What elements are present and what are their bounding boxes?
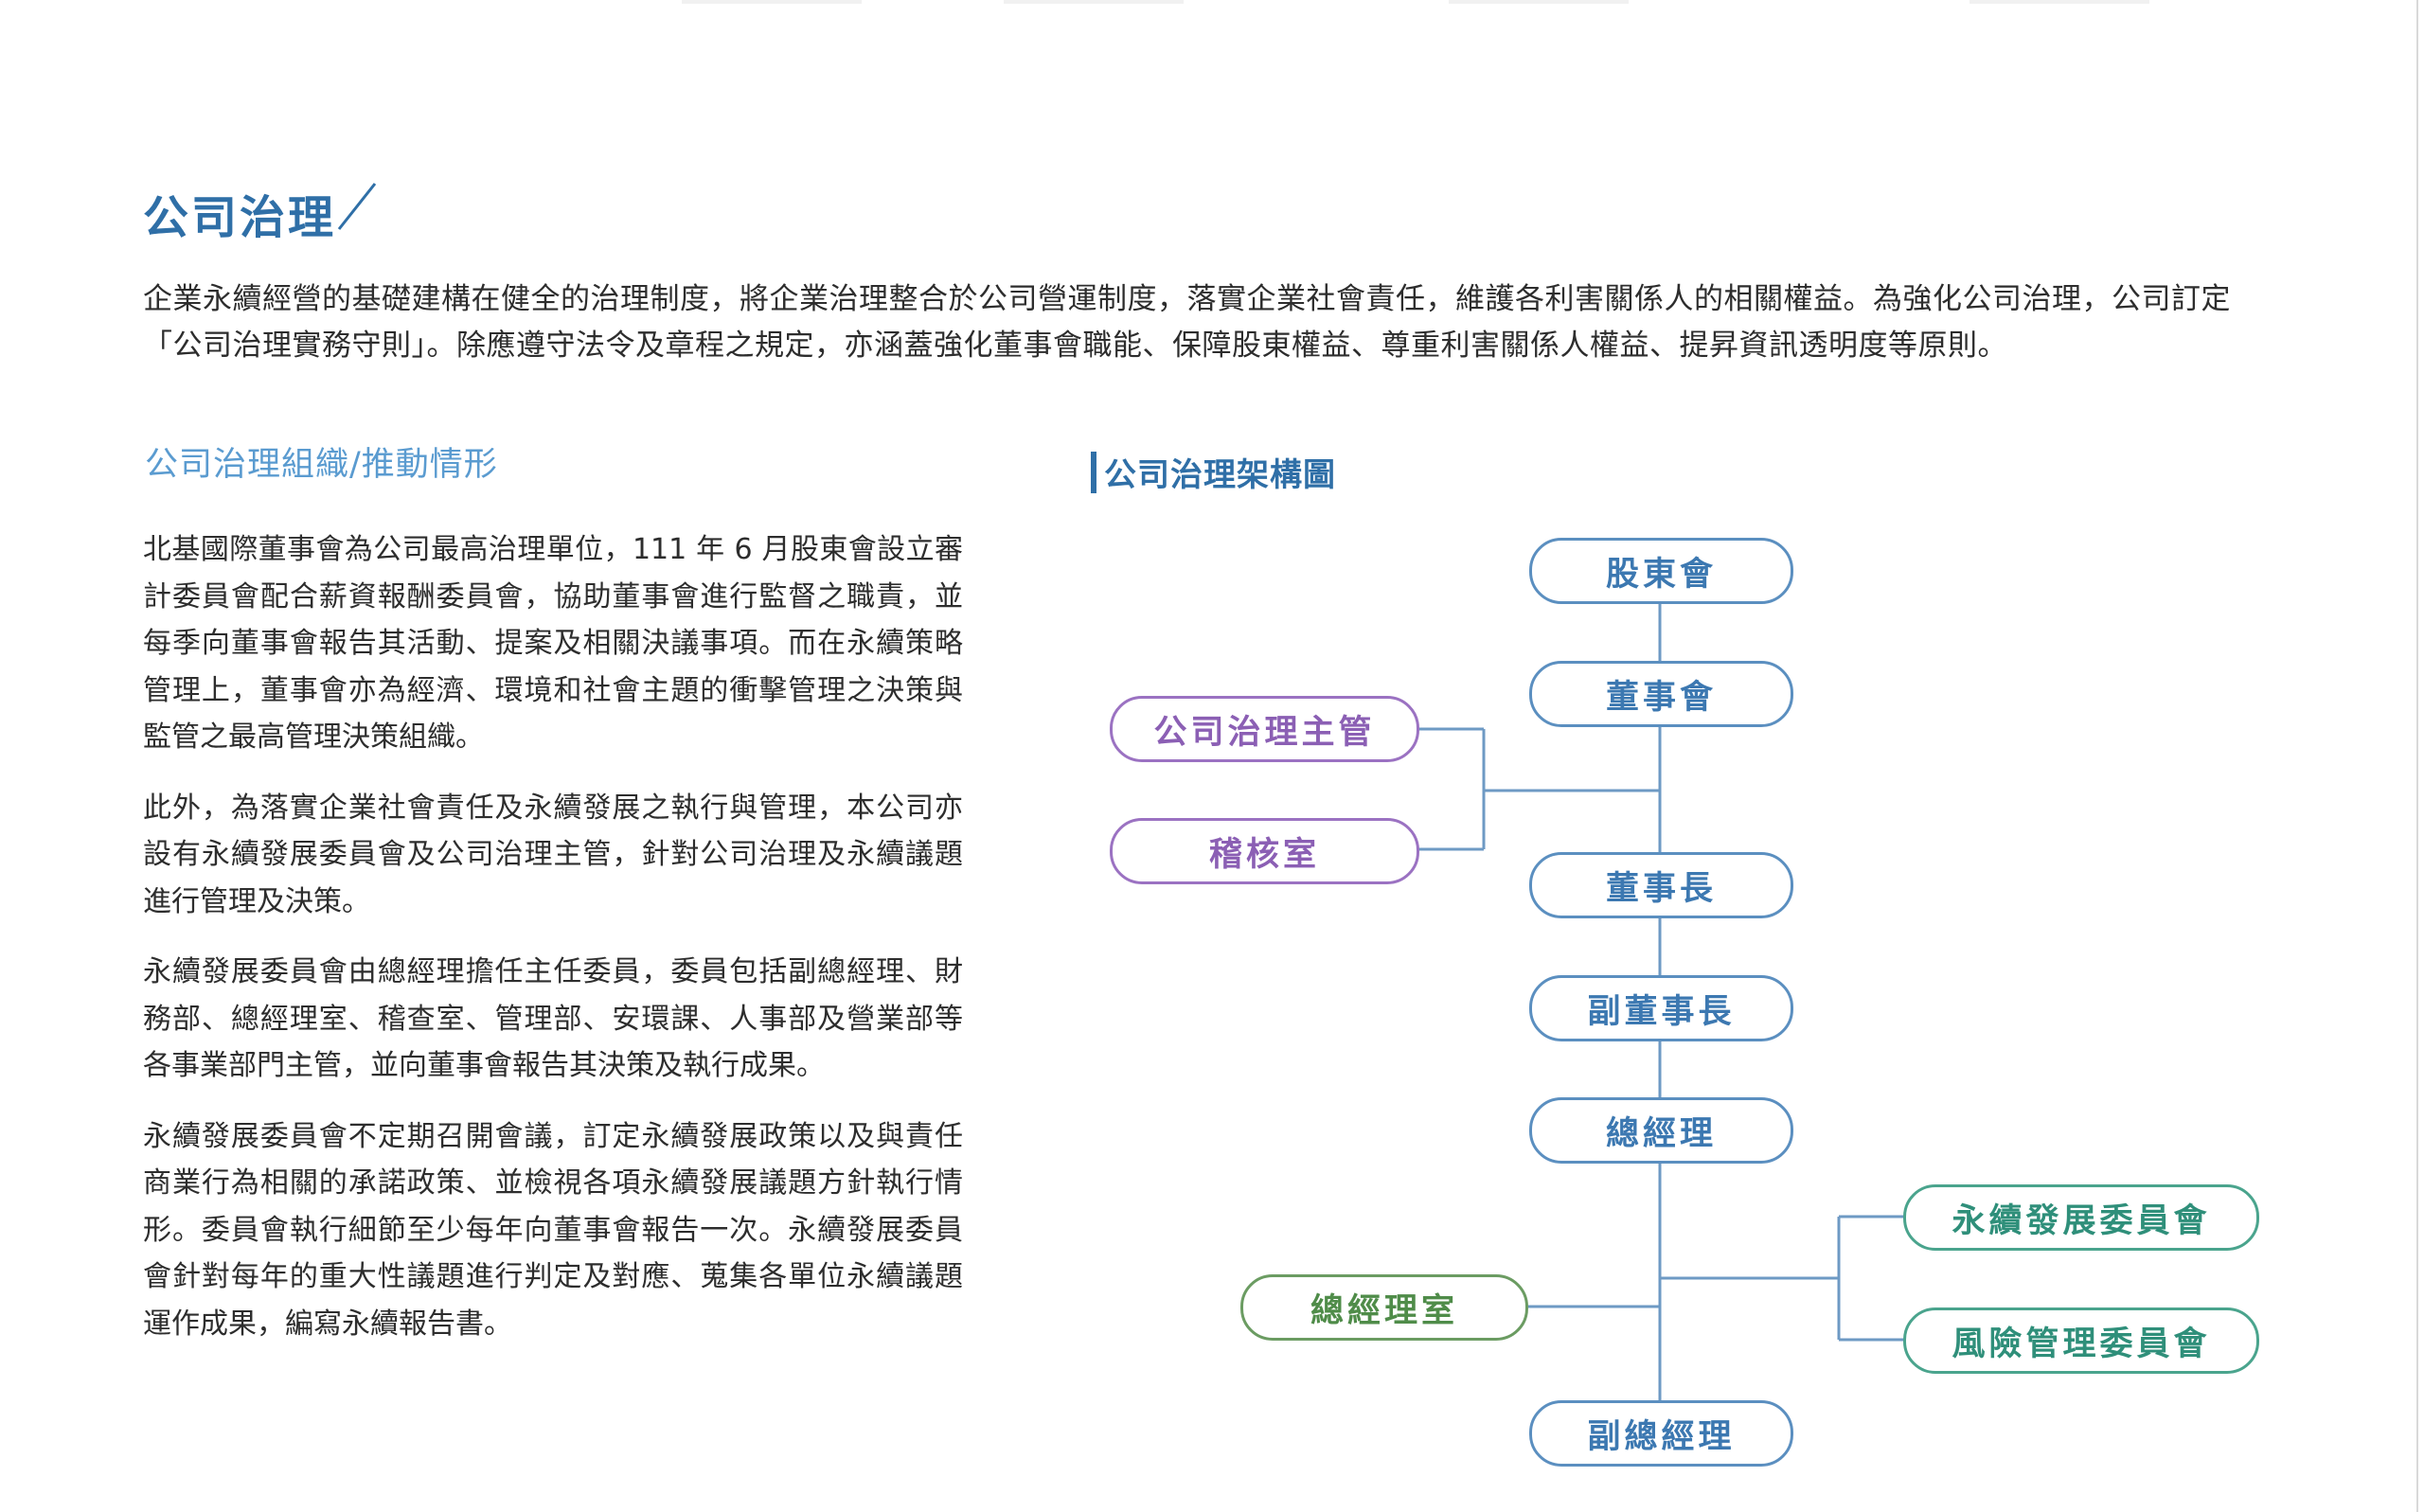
intro-text: 企業永續經營的基礎建構在健全的治理制度，將企業治理整合於公司營運制度，落實企業社… xyxy=(143,276,2283,369)
node-shareholders: 股東會 xyxy=(1529,538,1793,604)
node-audit-office: 稽核室 xyxy=(1110,818,1419,884)
node-vice-president: 副總經理 xyxy=(1529,1400,1793,1467)
top-edge-mark xyxy=(1449,0,1629,4)
node-sustainability-committee: 永續發展委員會 xyxy=(1903,1184,2259,1251)
node-risk-committee: 風險管理委員會 xyxy=(1903,1307,2259,1374)
node-chairman: 董事長 xyxy=(1529,852,1793,918)
node-president-office: 總經理室 xyxy=(1240,1274,1528,1341)
intro-paragraph: 企業永續經營的基礎建構在健全的治理制度，將企業治理整合於公司營運制度，落實企業社… xyxy=(143,282,2231,363)
top-edge-mark xyxy=(682,0,862,4)
section-title: 公司治理組織/推動情形 xyxy=(145,446,498,484)
body-paragraph: 永續發展委員會不定期召開會議，訂定永續發展政策以及與責任商業行為相關的承諾政策、… xyxy=(143,1119,963,1341)
title-slash-icon xyxy=(337,183,377,230)
top-edge-mark xyxy=(1970,0,2149,4)
page-title: 公司治理 xyxy=(143,191,337,244)
body-paragraph: 此外，為落實企業社會責任及永續發展之執行與管理，本公司亦設有永續發展委員會及公司… xyxy=(143,791,963,918)
node-governance-officer: 公司治理主管 xyxy=(1110,696,1419,762)
body-paragraph: 永續發展委員會由總經理擔任主任委員，委員包括副總經理、財務部、總經理室、稽查室、… xyxy=(143,955,963,1082)
node-president: 總經理 xyxy=(1529,1097,1793,1164)
section-body: 北基國際董事會為公司最高治理單位，111 年 6 月股東會設立審計委員會配合薪資… xyxy=(143,526,963,1371)
org-chart-title: 公司治理架構圖 xyxy=(1104,456,1336,494)
chart-title-bar xyxy=(1091,452,1096,493)
node-vice-chairman: 副董事長 xyxy=(1529,975,1793,1041)
top-edge-mark xyxy=(1004,0,1184,4)
body-paragraph: 北基國際董事會為公司最高治理單位，111 年 6 月股東會設立審計委員會配合薪資… xyxy=(143,533,963,754)
page-edge-rule xyxy=(2416,0,2418,1512)
node-board: 董事會 xyxy=(1529,661,1793,727)
